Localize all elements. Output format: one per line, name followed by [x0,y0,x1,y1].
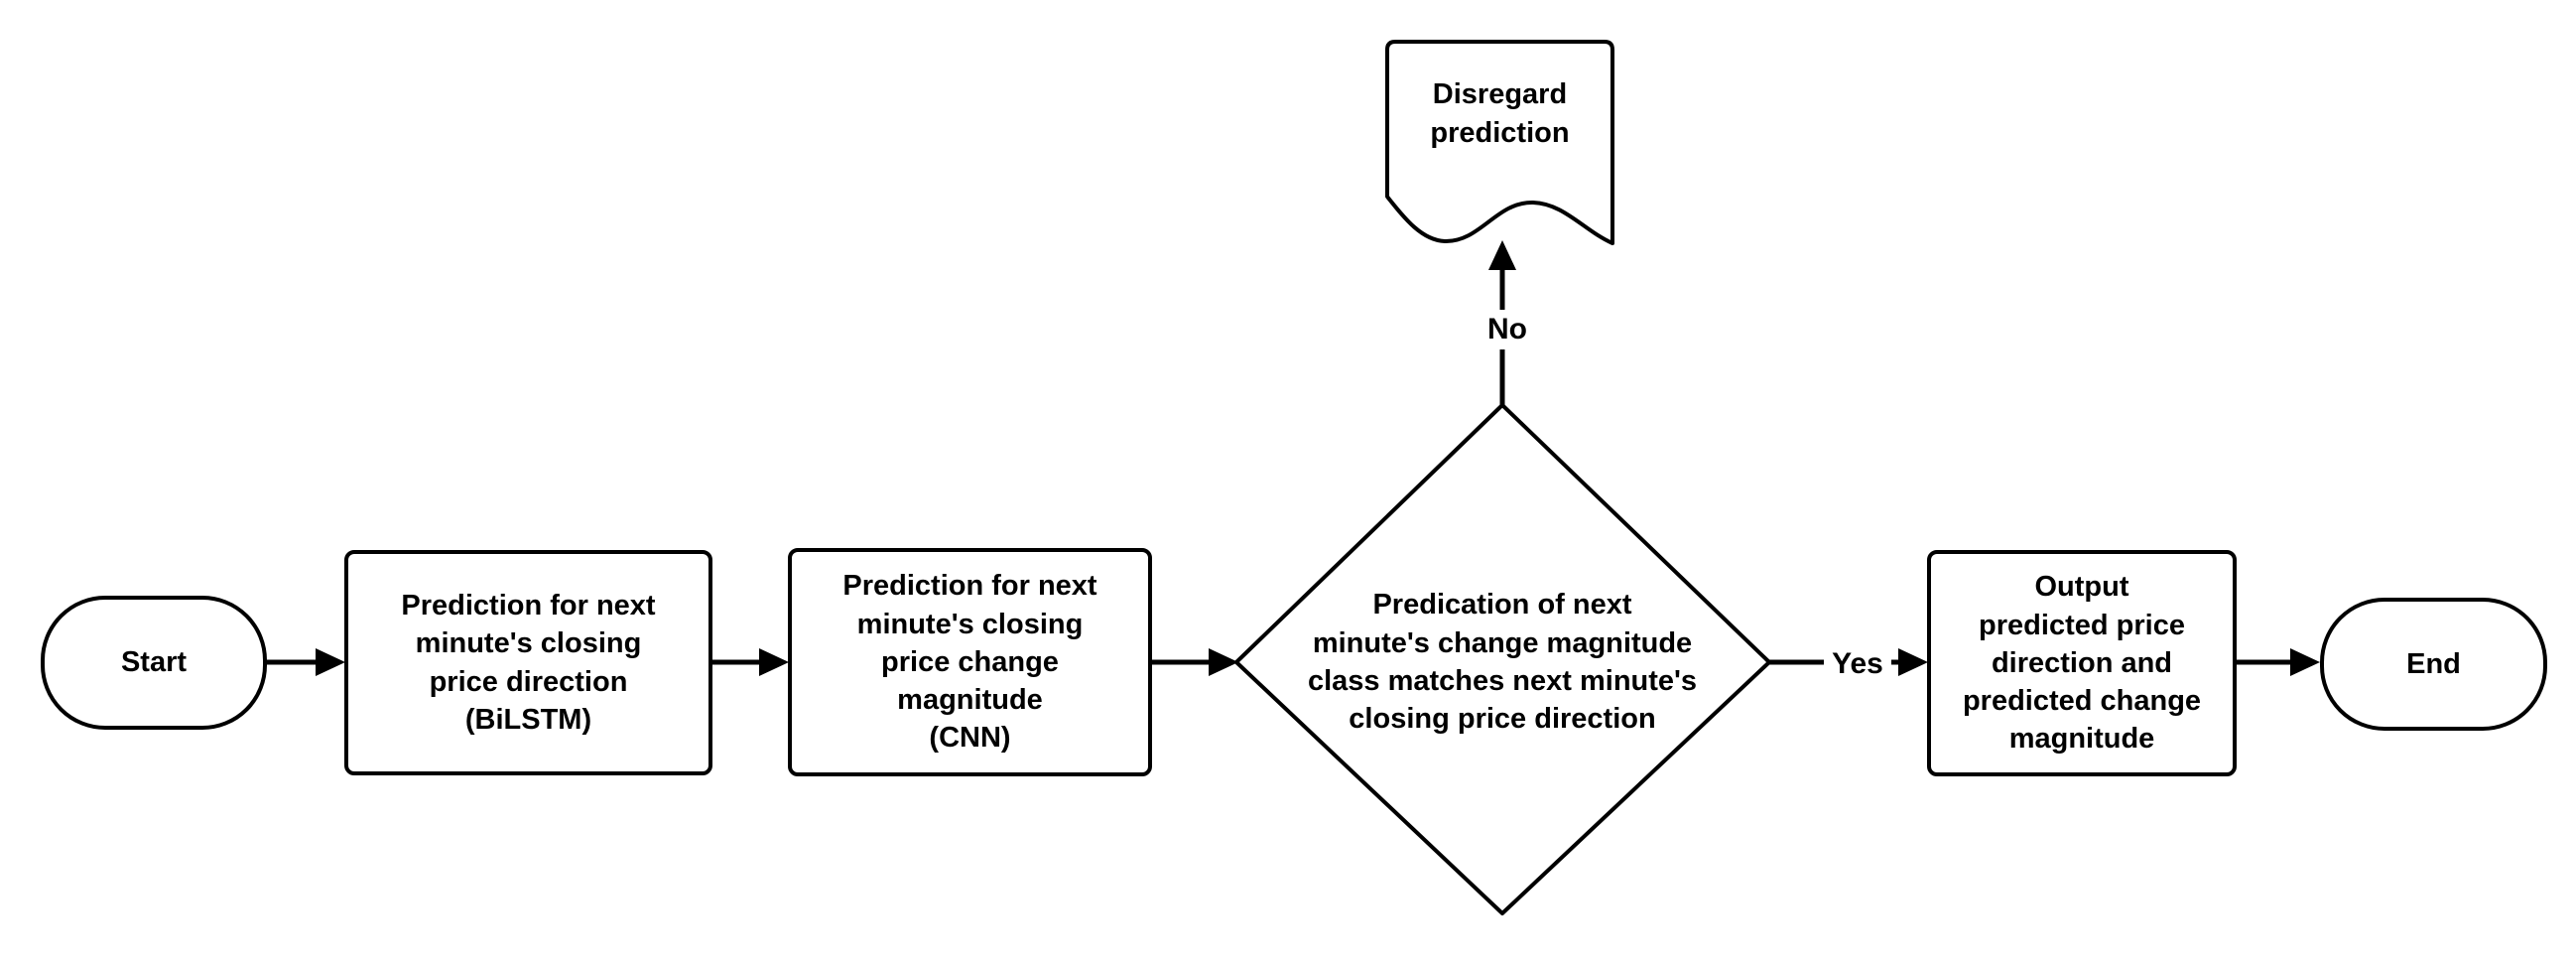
arrowhead-icon [1209,648,1238,676]
arrowhead-icon [2290,648,2320,676]
arrowhead-icon [316,648,345,676]
arrowhead-icon [759,648,789,676]
edge-start-to-bilstm [266,648,345,676]
edge-output-to-end [2236,648,2320,676]
node-disregard-shape[interactable] [1385,40,1614,245]
node-end-shape[interactable] [2320,598,2547,731]
edge-bilstm-to-cnn [711,648,789,676]
arrowhead-icon [1488,240,1516,270]
node-decision-shape[interactable] [1234,403,1771,915]
node-start-shape[interactable] [41,596,267,730]
node-bilstm-shape[interactable] [344,550,712,775]
edge-label-yes: Yes [1824,647,1891,681]
node-output-shape[interactable] [1927,550,2237,776]
node-cnn-shape[interactable] [788,548,1152,776]
edge-label-no: No [1477,313,1538,346]
arrowhead-icon [1898,648,1928,676]
edge-decision-to-disregard [1488,240,1516,405]
edge-cnn-to-decision [1151,648,1238,676]
